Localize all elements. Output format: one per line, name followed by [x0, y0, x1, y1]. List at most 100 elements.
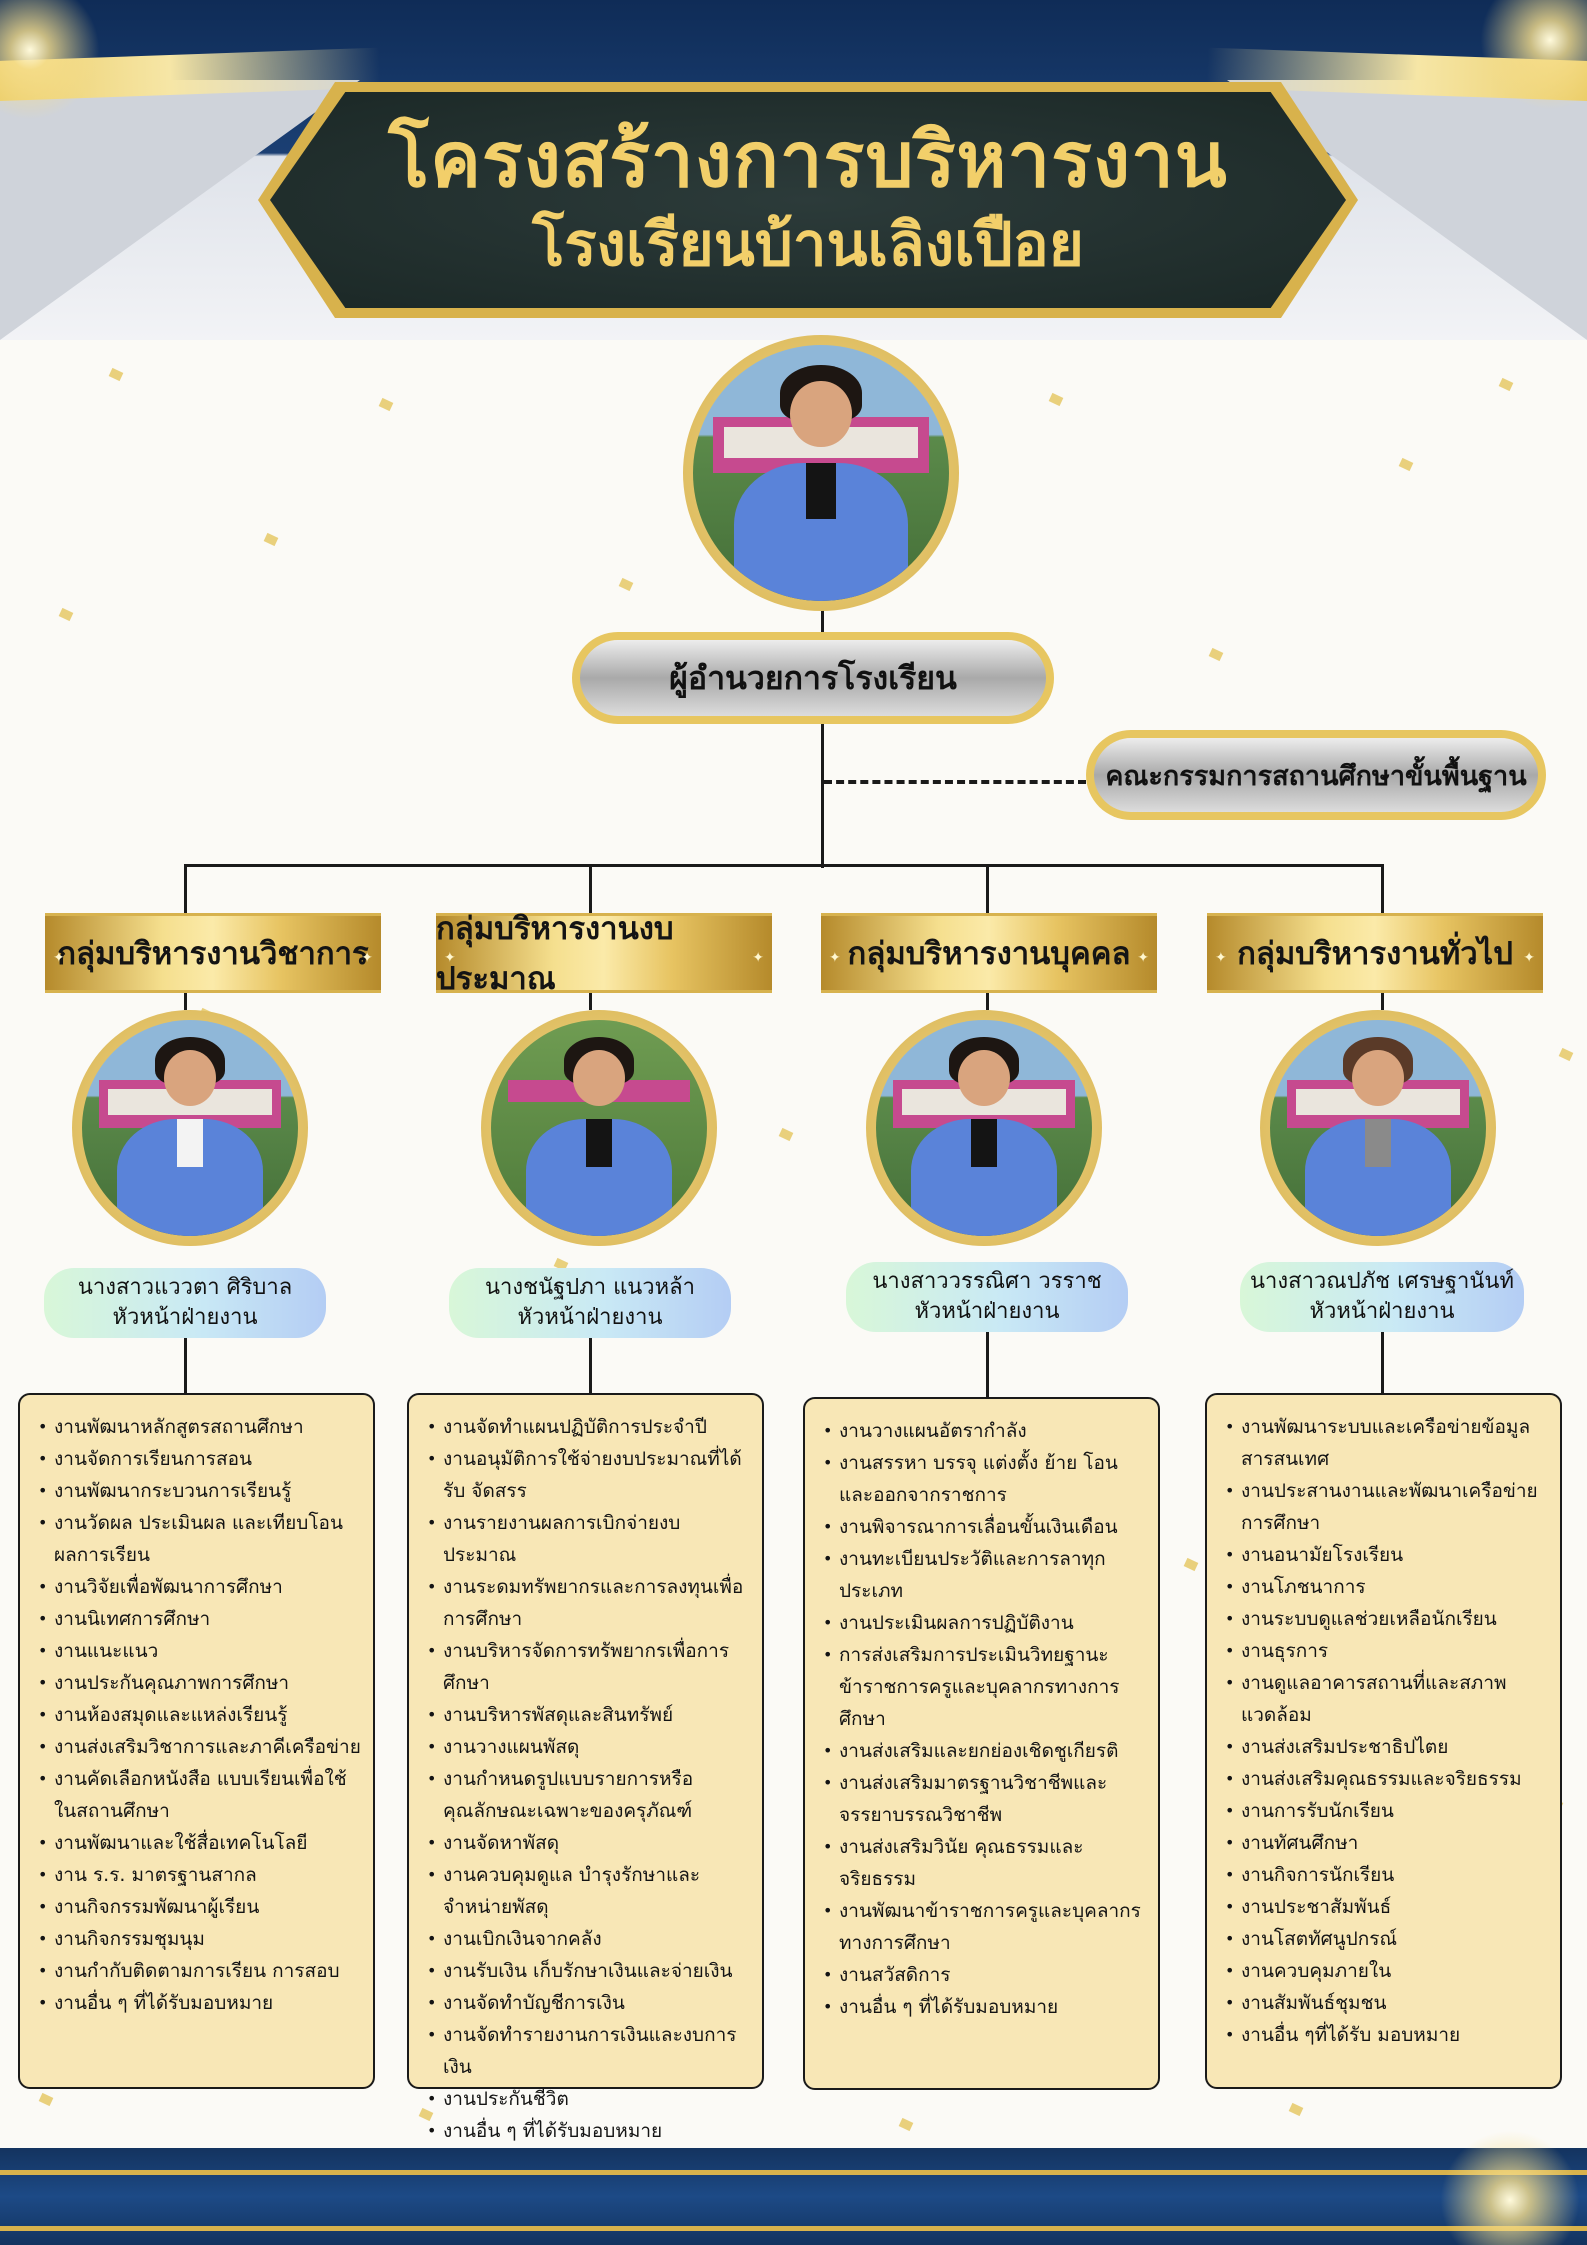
group3-connector	[986, 864, 989, 914]
group4-box-connector	[1381, 1330, 1384, 1394]
duty-item: งานจัดหาพัสดุ	[425, 1827, 750, 1859]
duty-item: งานรับเงิน เก็บรักษาเงินและจ่ายเงิน	[425, 1955, 750, 1987]
duty-item: งานวัดผล ประเมินผล และเทียบโอน ผลการเรีย…	[36, 1507, 361, 1571]
duty-item: งานสรรหา บรรจุ แต่งตั้ง ย้าย โอน และออกจ…	[821, 1447, 1146, 1511]
duty-item: งานกำหนดรูปแบบรายการหรือ คุณลักษณะเฉพาะข…	[425, 1763, 750, 1827]
duty-item: งานจัดทำรายงานการเงินและงบการเงิน	[425, 2019, 750, 2083]
duty-item: งานพัฒนาหลักสูตรสถานศึกษา	[36, 1411, 361, 1443]
duty-item: งานวางแผนอัตรากำลัง	[821, 1415, 1146, 1447]
director-photo	[683, 335, 959, 611]
duty-item: งาน ร.ร. มาตรฐานสากล	[36, 1859, 361, 1891]
duty-item: งานอนามัยโรงเรียน	[1223, 1539, 1548, 1571]
head-name: นางสาวณปภัช เศรษฐานันท์	[1250, 1269, 1514, 1295]
head-name: นางชนัฐปภา แนวหล้า	[485, 1275, 695, 1301]
duty-list-personnel: งานวางแผนอัตรากำลังงานสรรหา บรรจุ แต่งตั…	[803, 1397, 1160, 2090]
duty-items: งานพัฒนาระบบและเครือข่ายข้อมูล สารสนเทศง…	[1223, 1411, 1548, 2051]
group-head-photo-personnel	[866, 1010, 1102, 1246]
duty-items: งานพัฒนาหลักสูตรสถานศึกษางานจัดการเรียนก…	[36, 1411, 361, 2019]
duty-item: งานอื่น ๆที่ได้รับ มอบหมาย	[1223, 2019, 1548, 2051]
footer-gold-stripe	[0, 2170, 1587, 2175]
sparkle-icon: ✦	[752, 950, 764, 966]
duty-item: งานพัฒนากระบวนการเรียนรู้	[36, 1475, 361, 1507]
groups-horizontal-connector	[184, 864, 1384, 867]
duty-item: งานพัฒนาระบบและเครือข่ายข้อมูล สารสนเทศ	[1223, 1411, 1548, 1475]
footer-gold-stripe	[0, 2226, 1587, 2231]
sparkle-icon: ✦	[1215, 950, 1227, 966]
group-banner-academic: กลุ่มบริหารงานวิชาการ ✦ ✦	[45, 913, 381, 993]
duty-item: งานรายงานผลการเบิกจ่ายงบประมาณ	[425, 1507, 750, 1571]
duty-item: งานระดมทรัพยากรและการลงทุนเพื่อ การศึกษา	[425, 1571, 750, 1635]
sparkle-icon: ✦	[444, 950, 456, 966]
committee-pill: คณะกรรมการสถานศึกษาขั้นพื้นฐาน	[1086, 730, 1546, 820]
group-head-photo-budget	[481, 1010, 717, 1246]
duty-list-budget: งานจัดทำแผนปฏิบัติการประจำปีงานอนุมัติกา…	[407, 1393, 764, 2147]
group-head-tag-academic: นางสาวแววตา ศิริบาล หัวหน้าฝ่ายงาน	[44, 1268, 326, 1338]
duty-item: งานอนุมัติการใช้จ่ายงบประมาณที่ได้รับ จั…	[425, 1443, 750, 1507]
duty-item: งานวิจัยเพื่อพัฒนาการศึกษา	[36, 1571, 361, 1603]
committee-title: คณะกรรมการสถานศึกษาขั้นพื้นฐาน	[1094, 738, 1538, 812]
group2-box-connector	[589, 1336, 592, 1394]
duty-item: งานประกันคุณภาพการศึกษา	[36, 1667, 361, 1699]
duty-item: งานอื่น ๆ ที่ได้รับมอบหมาย	[821, 1991, 1146, 2023]
duty-item: งานแนะแนว	[36, 1635, 361, 1667]
duty-item: งานพัฒนาและใช้สื่อเทคโนโลยี	[36, 1827, 361, 1859]
sparkle-icon: ✦	[1523, 950, 1535, 966]
duty-item: งานคัดเลือกหนังสือ แบบเรียนเพื่อใช้ ในสถ…	[36, 1763, 361, 1827]
group4-connector	[1381, 864, 1384, 914]
title-plaque: โครงสร้างการบริหารงาน โรงเรียนบ้านเลิงเป…	[270, 92, 1346, 308]
duty-item: งานกิจการนักเรียน	[1223, 1859, 1548, 1891]
duty-item: งานการรับนักเรียน	[1223, 1795, 1548, 1827]
committee-dashed-connector	[824, 780, 1086, 784]
bottom-right-sparkle	[1440, 2130, 1580, 2245]
group4-photo-connector	[1381, 990, 1384, 1010]
duty-item: งานอื่น ๆ ที่ได้รับมอบหมาย	[425, 2115, 750, 2147]
duty-item: งานกิจกรรมชุมนุม	[36, 1923, 361, 1955]
group2-photo-connector	[589, 990, 592, 1010]
school-name: โรงเรียนบ้านเลิงเปือย	[532, 210, 1084, 278]
group-head-photo-general	[1260, 1010, 1496, 1246]
group-banner-personnel: กลุ่มบริหารงานบุคคล ✦ ✦	[821, 913, 1157, 993]
duty-item: งานส่งเสริมวิชาการและภาคีเครือข่าย	[36, 1731, 361, 1763]
duty-item: งานจัดทำแผนปฏิบัติการประจำปี	[425, 1411, 750, 1443]
duty-items: งานจัดทำแผนปฏิบัติการประจำปีงานอนุมัติกา…	[425, 1411, 750, 2147]
group1-photo-connector	[184, 990, 187, 1010]
group-head-photo-academic	[72, 1010, 308, 1246]
duty-item: งานจัดทำบัญชีการเงิน	[425, 1987, 750, 2019]
group-banner-budget: กลุ่มบริหารงานงบประมาณ ✦ ✦	[436, 911, 772, 997]
head-name: นางสาวแววตา ศิริบาล	[77, 1275, 293, 1301]
sparkle-icon: ✦	[53, 950, 65, 966]
group1-box-connector	[184, 1336, 187, 1394]
duty-item: งานส่งเสริมคุณธรรมและจริยธรรม	[1223, 1763, 1548, 1795]
duty-item: งานห้องสมุดและแหล่งเรียนรู้	[36, 1699, 361, 1731]
duty-item: งานเบิกเงินจากคลัง	[425, 1923, 750, 1955]
sparkle-icon: ✦	[361, 950, 373, 966]
duty-item: งานกิจกรรมพัฒนาผู้เรียน	[36, 1891, 361, 1923]
duty-item: การส่งเสริมการประเมินวิทยฐานะ ข้าราชการค…	[821, 1639, 1146, 1735]
duty-item: งานส่งเสริมมาตรฐานวิชาชีพและ จรรยาบรรณวิ…	[821, 1767, 1146, 1831]
group-title: กลุ่มบริหารงานงบประมาณ	[436, 911, 674, 997]
duty-item: งานประเมินผลการปฏิบัติงาน	[821, 1607, 1146, 1639]
group-head-tag-general: นางสาวณปภัช เศรษฐานันท์ หัวหน้าฝ่ายงาน	[1240, 1262, 1524, 1332]
duty-item: งานส่งเสริมวินัย คุณธรรมและ จริยธรรม	[821, 1831, 1146, 1895]
duty-item: งานควบคุมภายใน	[1223, 1955, 1548, 1987]
group-banner-general: กลุ่มบริหารงานทั่วไป ✦ ✦	[1207, 913, 1543, 993]
director-connector	[821, 600, 824, 868]
duty-item: งานควบคุมดูแล บำรุงรักษาและ จำหน่ายพัสดุ	[425, 1859, 750, 1923]
page-title: โครงสร้างการบริหารงาน	[388, 118, 1228, 204]
duty-item: งานอื่น ๆ ที่ได้รับมอบหมาย	[36, 1987, 361, 2019]
duty-item: งานประกันชีวิต	[425, 2083, 750, 2115]
group-title: กลุ่มบริหารงานทั่วไป	[1237, 936, 1513, 972]
group-head-tag-personnel: นางสาววรรณิศา วรราช หัวหน้าฝ่ายงาน	[846, 1262, 1128, 1332]
duty-item: งานโสตทัศนูปกรณ์	[1223, 1923, 1548, 1955]
duty-item: งานพิจารณาการเลื่อนขั้นเงินเดือน	[821, 1511, 1146, 1543]
duty-list-general: งานพัฒนาระบบและเครือข่ายข้อมูล สารสนเทศง…	[1205, 1393, 1562, 2089]
duty-item: งานโภชนาการ	[1223, 1571, 1548, 1603]
group1-connector	[184, 864, 187, 914]
duty-item: งานวางแผนพัสดุ	[425, 1731, 750, 1763]
duty-item: งานสวัสดิการ	[821, 1959, 1146, 1991]
duty-item: งานสัมพันธ์ชุมชน	[1223, 1987, 1548, 2019]
duty-item: งานประชาสัมพันธ์	[1223, 1891, 1548, 1923]
sparkle-icon: ✦	[829, 950, 841, 966]
duty-item: งานประสานงานและพัฒนาเครือข่าย การศึกษา	[1223, 1475, 1548, 1539]
duty-item: งานส่งเสริมประชาธิปไตย	[1223, 1731, 1548, 1763]
